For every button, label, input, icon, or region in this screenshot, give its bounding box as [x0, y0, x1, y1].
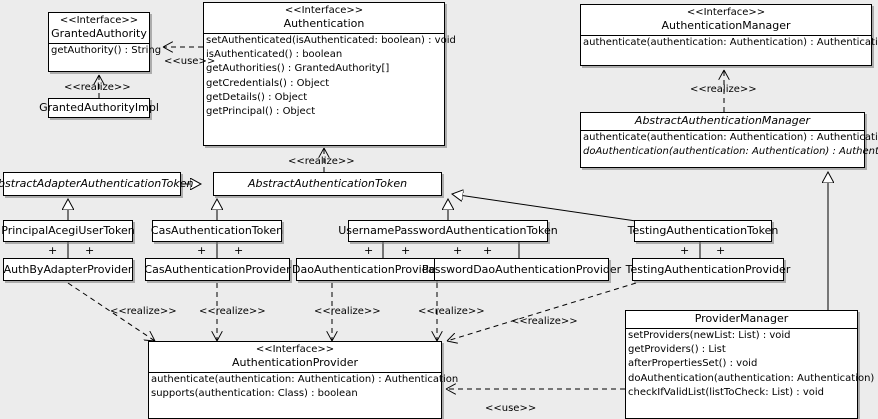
class-name: ProviderManager: [694, 312, 789, 325]
class-dao-authentication-provider[interactable]: DaoAuthenticationProvider: [292, 258, 440, 281]
operation: afterPropertiesSet() : void: [628, 358, 758, 370]
operations-compartment: setAuthenticated(isAuthenticated: boolea…: [204, 33, 456, 119]
operation: getAuthorities() : GrantedAuthority[]: [206, 63, 390, 75]
class-header: <<Interface>> Authentication: [204, 3, 444, 33]
operation: getCredentials() : Object: [206, 77, 330, 89]
class-provider-manager[interactable]: ProviderManager setProviders(newList: Li…: [625, 310, 878, 419]
class-name: AbstractAuthenticationToken: [247, 177, 408, 190]
class-header: ProviderManager: [626, 311, 857, 328]
class-authentication-manager[interactable]: <<Interface>> AuthenticationManager auth…: [580, 4, 878, 66]
operation: doAuthentication(authentication: Authent…: [583, 146, 878, 158]
class-name: AbstractAdapterAuthenticationToken: [0, 177, 194, 190]
operations-compartment: getAuthority() : String: [49, 43, 162, 58]
operation: getProviders() : List: [628, 344, 726, 356]
operation: getPrincipal() : Object: [206, 106, 316, 118]
edge-label-realize-dao-provider: <<realize>>: [314, 306, 381, 317]
class-principal-acegi-user-token[interactable]: PrincipalAcegiUserToken: [1, 220, 135, 242]
multiplicity-plus: +: [48, 244, 58, 257]
class-name: AbstractAuthenticationManager: [634, 114, 811, 127]
class-name: PasswordDaoAuthenticationProvider: [421, 262, 622, 276]
class-name: TestingAuthenticationProvider: [625, 262, 791, 276]
edge-label-realize-abstract-authentication-token: <<realize>>: [288, 156, 355, 167]
edge-label-realize-granted-authority-impl: <<realize>>: [64, 82, 131, 93]
class-name: UsernamePasswordAuthenticationToken: [338, 224, 558, 237]
class-granted-authority[interactable]: <<Interface>> GrantedAuthority getAuthor…: [48, 12, 162, 72]
stereotype-label: <<Interface>>: [255, 344, 335, 355]
class-name: CasAuthenticationProvider: [144, 262, 291, 276]
class-name: DaoAuthenticationProvider: [292, 262, 440, 276]
class-name: AuthenticationManager: [661, 19, 791, 32]
class-password-dao-authentication-provider[interactable]: PasswordDaoAuthenticationProvider: [422, 258, 621, 281]
operation: setAuthenticated(isAuthenticated: boolea…: [206, 35, 456, 46]
edge-label-realize-testing-provider: <<realize>>: [511, 316, 578, 327]
multiplicity-plus: +: [483, 244, 493, 257]
class-name: TestingAuthenticationToken: [627, 224, 779, 237]
class-name: GrantedAuthority: [51, 27, 147, 40]
class-name: Authentication: [283, 17, 365, 30]
class-testing-authentication-provider[interactable]: TestingAuthenticationProvider: [626, 258, 790, 281]
class-name: CasAuthenticationToken: [150, 224, 284, 237]
edge-label-realize-auth-by-adapter-provider: <<realize>>: [110, 306, 177, 317]
edge-testingauthenticationprovider-realizes-authenticationprovider: [447, 282, 637, 341]
stereotype-label: <<Interface>>: [284, 5, 364, 16]
class-header: AbstractAuthenticationManager: [581, 113, 864, 130]
operation: authenticate(authentication: Authenticat…: [151, 374, 459, 385]
operations-compartment: setProviders(newList: List) : void getPr…: [626, 328, 878, 400]
operations-compartment: authenticate(authentication: Authenticat…: [581, 35, 878, 50]
operations-compartment: authenticate(authentication: Authenticat…: [581, 130, 878, 159]
class-name: GrantedAuthorityImpl: [39, 101, 159, 114]
edge-label-realize-abstract-authentication-manager: <<realize>>: [690, 84, 757, 95]
multiplicity-plus: +: [716, 244, 726, 257]
class-auth-by-adapter-provider[interactable]: AuthByAdapterProvider: [3, 258, 133, 281]
operation: checkIfValidList(listToCheck: List) : vo…: [628, 386, 825, 398]
operation: supports(authentication: Class) : boolea…: [151, 388, 358, 400]
multiplicity-plus: +: [401, 244, 411, 257]
class-authentication-provider[interactable]: <<Interface>> AuthenticationProvider aut…: [148, 341, 459, 419]
operations-compartment: authenticate(authentication: Authenticat…: [149, 372, 459, 401]
edge-testingauthenticationtoken-extends-abstractauthenticationtoken: [452, 194, 637, 222]
edge-label-use-granted-authority: <<use>>: [164, 56, 216, 67]
stereotype-label: <<Interface>>: [686, 7, 766, 18]
class-testing-authentication-token[interactable]: TestingAuthenticationToken: [628, 220, 778, 242]
multiplicity-plus: +: [85, 244, 95, 257]
class-username-password-authentication-token[interactable]: UsernamePasswordAuthenticationToken: [338, 220, 558, 242]
stereotype-label: <<Interface>>: [59, 15, 139, 26]
operation: doAuthentication(authentication: Authent…: [628, 372, 878, 384]
multiplicity-plus: +: [234, 244, 244, 257]
class-header: <<Interface>> AuthenticationProvider: [149, 342, 441, 372]
edge-label-realize-password-dao-provider: <<realize>>: [418, 306, 485, 317]
multiplicity-plus: +: [364, 244, 374, 257]
operation: authenticate(authentication: Authenticat…: [583, 132, 878, 143]
class-name: AuthenticationProvider: [231, 356, 359, 369]
class-cas-authentication-token[interactable]: CasAuthenticationToken: [151, 220, 283, 242]
operation: authenticate(authentication: Authenticat…: [583, 37, 878, 48]
operation: getAuthority() : String: [51, 45, 162, 56]
multiplicity-plus: +: [453, 244, 463, 257]
class-abstract-adapter-authentication-token[interactable]: AbstractAdapterAuthenticationToken: [0, 172, 193, 196]
multiplicity-plus: +: [680, 244, 690, 257]
class-authentication[interactable]: <<Interface>> Authentication setAuthenti…: [203, 2, 456, 146]
operation: setProviders(newList: List) : void: [628, 330, 791, 341]
class-abstract-authentication-manager[interactable]: AbstractAuthenticationManager authentica…: [580, 112, 878, 168]
operation: isAuthenticated() : boolean: [206, 49, 343, 61]
class-abstract-authentication-token[interactable]: AbstractAuthenticationToken: [213, 172, 442, 196]
multiplicity-plus: +: [197, 244, 207, 257]
operation: getDetails() : Object: [206, 91, 308, 103]
edge-label-use-provider-manager: <<use>>: [485, 403, 537, 414]
class-header: <<Interface>> AuthenticationManager: [581, 5, 871, 35]
edge-label-realize-cas-provider: <<realize>>: [199, 306, 266, 317]
class-name: PrincipalAcegiUserToken: [1, 224, 135, 237]
class-header: <<Interface>> GrantedAuthority: [49, 13, 149, 43]
class-cas-authentication-provider[interactable]: CasAuthenticationProvider: [144, 258, 291, 281]
class-granted-authority-impl[interactable]: GrantedAuthorityImpl: [39, 98, 159, 118]
class-name: AuthByAdapterProvider: [3, 262, 133, 276]
